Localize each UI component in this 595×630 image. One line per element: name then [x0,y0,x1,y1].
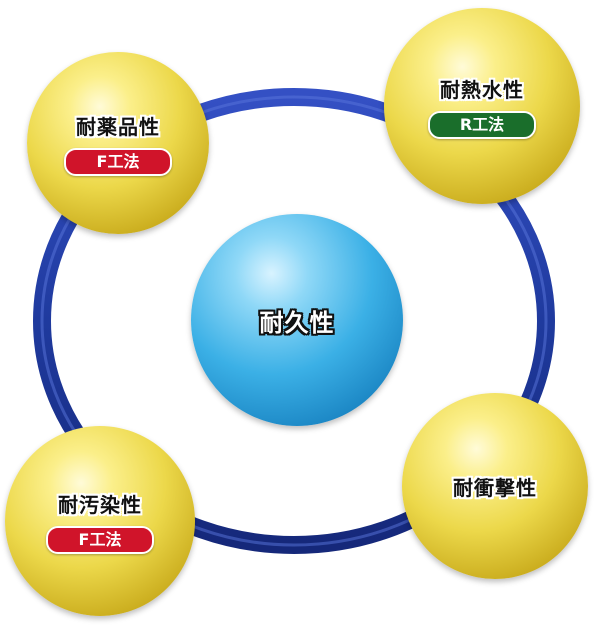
chemical-method-badge: F工法 [64,147,172,176]
hot-water-method-badge: R工法 [428,110,536,139]
durability-center-node: 耐久性 [191,214,403,426]
chemical-resistance-label: 耐薬品性 [76,114,160,139]
hot-water-resistance-label: 耐熱水性 [440,77,524,102]
durability-label: 耐久性 [259,308,335,337]
chemical-resistance-node: 耐薬品性 F工法 [27,52,209,234]
impact-resistance-node: 耐衝撃性 [402,393,588,579]
stain-resistance-label: 耐汚染性 [58,492,142,517]
impact-resistance-label: 耐衝撃性 [453,475,537,500]
connecting-ring [33,88,555,554]
stain-method-badge: F工法 [46,525,154,554]
hot-water-resistance-node: 耐熱水性 R工法 [384,8,580,204]
stain-resistance-node: 耐汚染性 F工法 [5,426,195,616]
